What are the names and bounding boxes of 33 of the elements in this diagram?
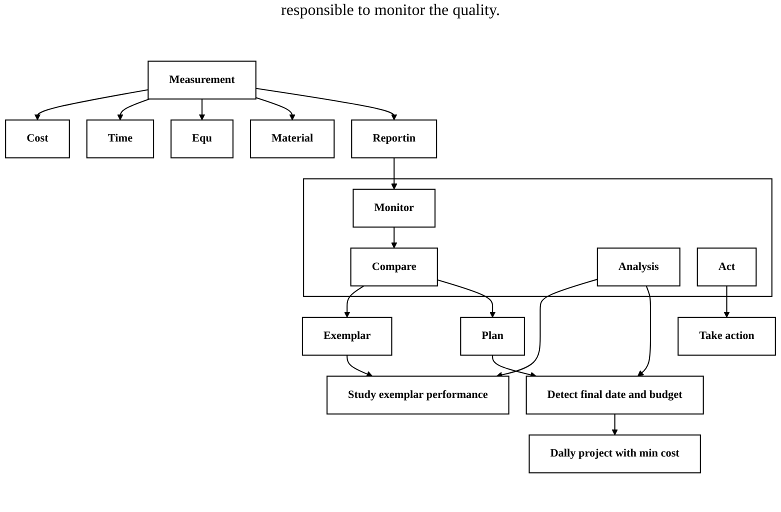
arrow [344,285,364,318]
arrow [34,89,148,120]
arrow [256,97,296,120]
node-box: Time [86,119,154,158]
node-box: Analysis [596,248,680,286]
node-box: Reportin [351,119,438,158]
arrow [198,99,206,120]
node-box: Measurement [148,60,256,100]
arrow [496,278,598,378]
node-box: Exemplar [302,316,392,356]
node-box: Cost [5,119,70,158]
node-box: Material [250,119,335,158]
node-box: Detect final date and budget [526,376,704,415]
node-box: Take action [678,316,776,356]
node-box: Study exemplar performance [326,376,510,415]
arrow [612,414,618,436]
arrow [256,88,398,120]
node-box: Dally project with min cost [528,434,701,474]
arrow [492,355,536,378]
arrow [391,227,398,248]
arrow [117,98,150,120]
arrow [391,158,398,190]
arrow [437,279,496,318]
node-box: Equ [170,119,234,158]
node-box: Act [696,248,757,286]
arrow [346,355,373,377]
node-box: Plan [460,316,525,356]
node-box: Monitor [352,188,436,228]
note-text: responsible to monitor the quality. [281,2,500,20]
arrow [637,286,652,376]
node-box: Compare [350,248,438,286]
cluster [303,178,772,297]
arrow [724,286,730,318]
